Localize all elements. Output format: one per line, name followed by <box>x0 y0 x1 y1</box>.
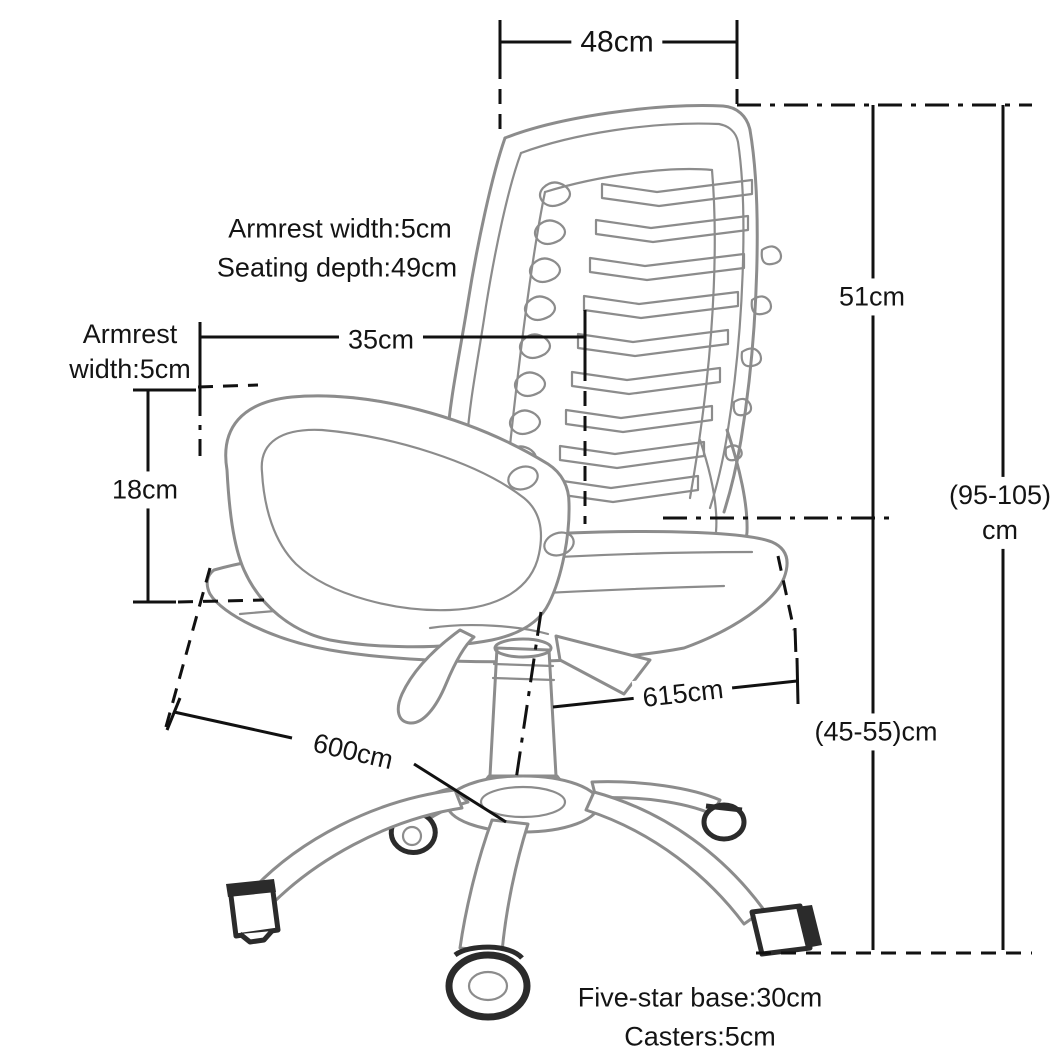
tilt-mechanism <box>396 624 652 725</box>
base-leg <box>584 790 766 926</box>
casters-note-label: Casters:5cm <box>624 1021 776 1052</box>
mesh-bit <box>724 444 743 462</box>
mesh-bit <box>740 347 763 368</box>
overall-height-line2: cm <box>982 515 1018 545</box>
overall-height-line1: (95-105) <box>948 479 1052 510</box>
mesh-slat <box>554 474 700 504</box>
lumbar-width-label: 35cm <box>338 321 424 359</box>
mesh-hook <box>523 295 557 322</box>
overall-height-label: (95-105) cm <box>939 476 1060 550</box>
mesh-hook <box>528 257 562 284</box>
mesh-hook <box>513 371 547 398</box>
mesh-hook <box>518 333 552 360</box>
mesh-slat <box>576 328 730 358</box>
caster-wheel <box>701 802 747 842</box>
caster-wheel <box>749 903 813 957</box>
base-note-label: Five-star base:30cm <box>577 982 823 1013</box>
five-star-base <box>226 774 822 1021</box>
office-chair-illustration <box>205 104 822 1021</box>
armrest-caption-line2: width:5cm <box>69 354 191 384</box>
armrest-height-label: 18cm <box>102 471 188 509</box>
mesh-slat <box>588 252 746 282</box>
armrest-caption: Armrest width:5cm <box>69 317 191 387</box>
mesh-bit <box>750 295 773 316</box>
mesh-slat <box>582 290 740 320</box>
armrest <box>224 394 575 649</box>
mesh-hook <box>538 181 572 208</box>
seat-height-range-label: (45-55)cm <box>805 713 947 751</box>
mesh-slat <box>558 440 706 470</box>
mesh-bit <box>732 397 753 417</box>
mesh-hook <box>508 409 542 436</box>
mesh-bit <box>760 245 783 266</box>
mesh-hook <box>533 219 567 246</box>
back-width-label: 48cm <box>571 21 663 63</box>
adjustment-lever <box>396 628 476 725</box>
seating-depth-note: Seating depth:49cm <box>216 252 458 283</box>
mesh-slat <box>600 178 754 208</box>
armrest-caption-line1: Armrest <box>82 318 178 349</box>
back-height-label: 51cm <box>829 278 915 316</box>
mesh-slat <box>594 214 750 244</box>
mesh-slat <box>564 404 714 434</box>
dim-seat-depth-diagonal <box>162 567 507 824</box>
armrest-width-note: Armrest width:5cm <box>228 213 452 244</box>
mesh-slat <box>570 366 722 396</box>
base-leg <box>458 818 530 954</box>
caster-wheel <box>445 951 531 1021</box>
